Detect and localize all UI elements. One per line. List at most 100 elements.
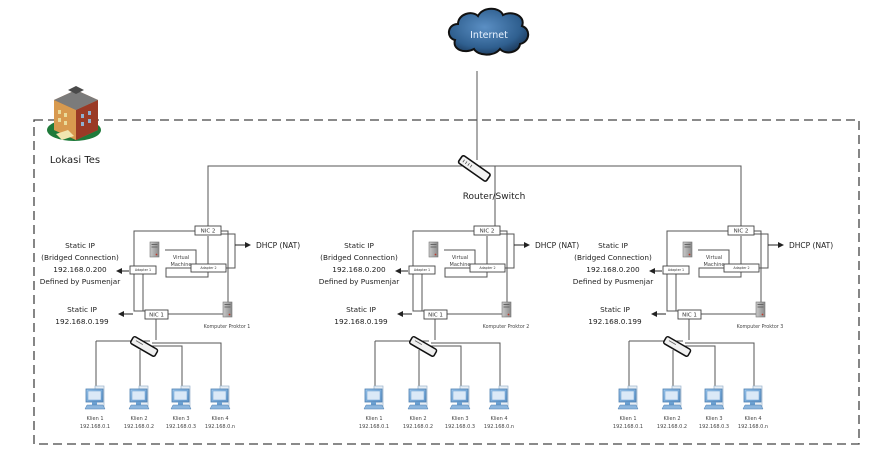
vm-label-line1: Virtual [452, 255, 468, 261]
adapter1-box-label: Adapter 1 [668, 268, 684, 272]
internet-label: Internet [470, 30, 508, 41]
bridged-ip-line-3: 192.168.0.200 [332, 265, 386, 274]
dhcp-label: DHCP (NAT) [256, 241, 300, 250]
proktor-label: Komputer Proktor 1 [204, 324, 251, 330]
dhcp-label: DHCP (NAT) [535, 241, 579, 250]
client-name: Klien 3 [705, 416, 722, 422]
virtual-machine-server-icon [149, 241, 160, 258]
bridged-ip-line-4: Defined by Pusmenjar [319, 277, 399, 286]
nic1-box-label: NIC 1 [149, 312, 164, 318]
bridged-ip-line-1: Static IP [65, 241, 95, 250]
adapter2-box-label: Adapter 2 [733, 266, 749, 270]
router-switch[interactable] [457, 154, 491, 182]
client-4[interactable] [488, 385, 510, 410]
client-3[interactable] [449, 385, 471, 410]
client-1[interactable] [617, 385, 639, 410]
desktop-computer-icon [128, 385, 150, 410]
nic2-to-proktor-wire [221, 230, 229, 304]
static-ip-line-1: Static IP [67, 305, 97, 314]
vm-server-to-adapter2-wire [444, 249, 476, 264]
client-name: Klien 1 [619, 416, 636, 422]
nic1-box: NIC 1 [677, 309, 702, 320]
internet-cloud[interactable]: Internet [448, 7, 530, 56]
bridged-ip-line-2: (Bridged Connection) [320, 253, 398, 262]
router-label: Router/Switch [463, 192, 526, 202]
client-ip: 192.168.0.2 [124, 424, 154, 430]
client-name: Klien 1 [365, 416, 382, 422]
client-3[interactable] [703, 385, 725, 410]
bridged-ip-line-4: Defined by Pusmenjar [573, 277, 653, 286]
client-2[interactable] [407, 385, 429, 410]
desktop-computer-icon [363, 385, 385, 410]
bridged-ip-line-3: 192.168.0.200 [53, 265, 107, 274]
client-name: Klien 2 [130, 416, 147, 422]
client-name: Klien 3 [172, 416, 189, 422]
client3-wire [685, 345, 716, 388]
nic2-box-label: NIC 2 [480, 228, 495, 234]
nic2-dhcp-wire [754, 233, 779, 246]
client-switch[interactable] [408, 335, 438, 357]
site-label: Lokasi Tes [50, 155, 100, 166]
nic2-dhcp-wire [500, 233, 525, 246]
proktor-server-icon [222, 301, 233, 318]
nic1-box: NIC 1 [423, 309, 448, 320]
nic2-to-proktor-wire [500, 230, 508, 304]
proktor-label: Komputer Proktor 2 [483, 324, 530, 330]
client3-wire [431, 345, 462, 388]
client-switch[interactable] [662, 335, 692, 357]
client-ip: 192.168.0.n [484, 424, 514, 430]
client-name: Klien 3 [451, 416, 468, 422]
vm-label-line2: Machine [704, 262, 725, 268]
bridged-ip-line-2: (Bridged Connection) [574, 253, 652, 262]
adapter1-box: Adapter 1 [408, 265, 436, 275]
desktop-computer-icon [617, 385, 639, 410]
client-1[interactable] [363, 385, 385, 410]
vm-label-line1: Virtual [173, 255, 189, 261]
nic1-box: NIC 1 [144, 309, 169, 320]
vm-server-to-adapter2-wire [165, 249, 197, 264]
client-1[interactable] [84, 385, 106, 410]
client-switch[interactable] [129, 335, 159, 357]
client-ip: 192.168.0.3 [445, 424, 475, 430]
adapter2-box-label: Adapter 2 [200, 266, 216, 270]
client-2[interactable] [128, 385, 150, 410]
client4-wire [431, 342, 501, 388]
virtual-machine-server-icon [428, 241, 439, 258]
client-ip: 192.168.0.n [205, 424, 235, 430]
client-3[interactable] [170, 385, 192, 410]
vm-label-line2: Machine [450, 262, 471, 268]
nic2-box: NIC 2 [727, 225, 755, 236]
adapter2-dhcp-wire [505, 245, 515, 269]
desktop-computer-icon [449, 385, 471, 410]
static-ip-line-2: 192.168.0.199 [588, 317, 642, 326]
bridged-ip-line-2: (Bridged Connection) [41, 253, 119, 262]
desktop-computer-icon [407, 385, 429, 410]
client-name: Klien 2 [409, 416, 426, 422]
dhcp-label: DHCP (NAT) [789, 241, 833, 250]
static-ip-line-1: Static IP [600, 305, 630, 314]
client-2[interactable] [661, 385, 683, 410]
proktor-server-icon [501, 301, 512, 318]
bridged-ip-line-4: Defined by Pusmenjar [40, 277, 120, 286]
static-ip-line-2: 192.168.0.199 [55, 317, 109, 326]
client-4[interactable] [209, 385, 231, 410]
static-ip-line-1: Static IP [346, 305, 376, 314]
bridged-ip-line-1: Static IP [598, 241, 628, 250]
desktop-computer-icon [170, 385, 192, 410]
proktor-server-icon [755, 301, 766, 318]
client-4[interactable] [742, 385, 764, 410]
vm-loop-wire [444, 267, 488, 278]
client-ip: 192.168.0.3 [166, 424, 196, 430]
client-ip: 192.168.0.1 [613, 424, 643, 430]
client-ip: 192.168.0.1 [80, 424, 110, 430]
clusters: DHCP (NAT) NIC 2 Adapter 1 Adapter 2 NIC 1 Vi… [40, 225, 833, 430]
desktop-computer-icon [209, 385, 231, 410]
vm-loop-wire [698, 267, 742, 278]
desktop-computer-icon [84, 385, 106, 410]
adapter2-dhcp-wire [759, 245, 769, 269]
nic2-to-proktor-wire [754, 230, 762, 304]
site-boundary [33, 119, 860, 445]
desktop-computer-icon [488, 385, 510, 410]
